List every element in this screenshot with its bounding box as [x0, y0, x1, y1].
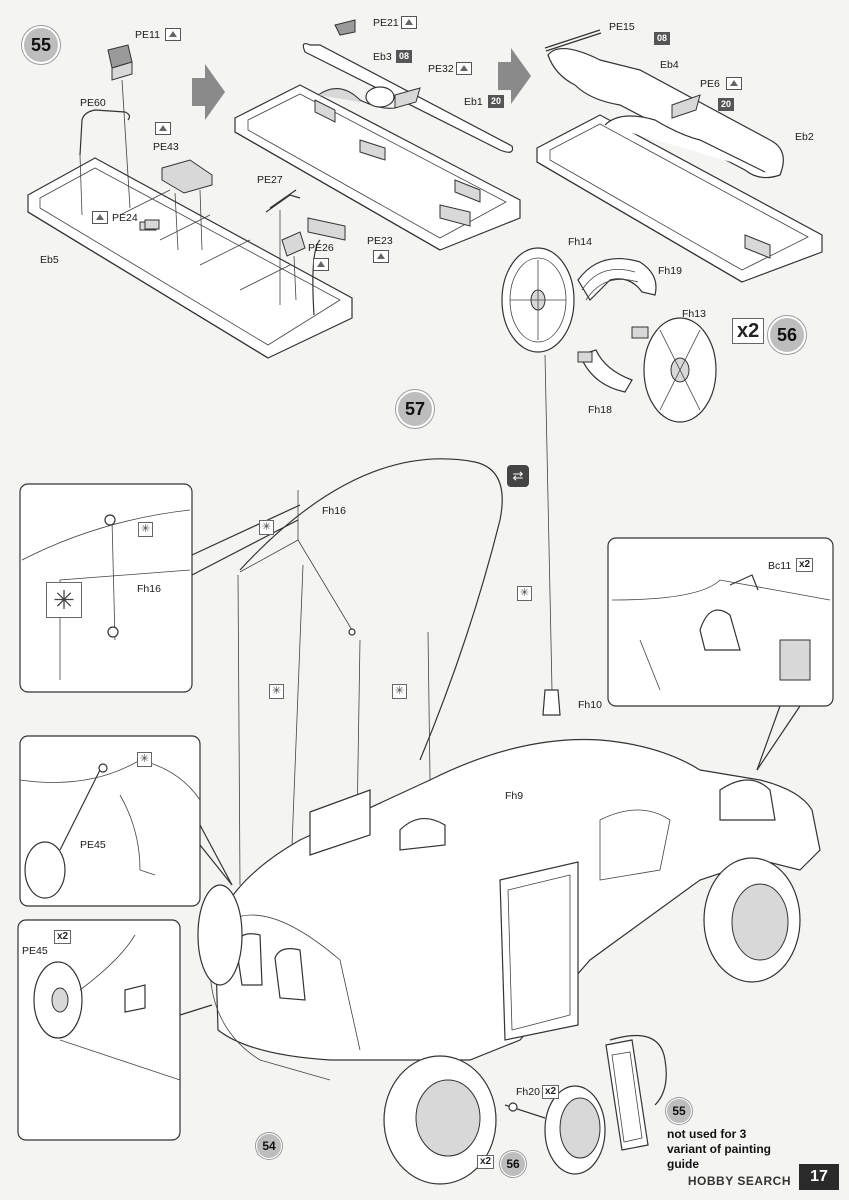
color-code-pe15: 08 [654, 32, 671, 45]
bend-icon: ✳ [137, 752, 152, 767]
label-pe32: PE32 [428, 63, 454, 75]
bend-icon: ✳ [392, 684, 407, 699]
label-pe24: PE24 [112, 212, 138, 224]
label-pe27: PE27 [257, 174, 283, 186]
color-code-pe6: 20 [718, 98, 735, 111]
painting-guide-note: not used for 3 variant of painting guide [667, 1127, 772, 1171]
spare-wheel-assembly [501, 247, 717, 423]
label-eb4: Eb4 [660, 59, 679, 71]
vehicle-body [209, 738, 821, 1081]
label-fh14: Fh14 [568, 236, 592, 248]
bend-icon: ✳ [259, 520, 274, 535]
photo-etch-icon [165, 28, 181, 41]
step-56: 56 [768, 316, 806, 354]
bend-icon-large: ✳ [46, 582, 82, 618]
label-eb1: Eb1 [464, 96, 483, 108]
label-eb2: Eb2 [795, 131, 814, 143]
label-fh10: Fh10 [578, 699, 602, 711]
label-eb5: Eb5 [40, 254, 59, 266]
watermark: HOBBY SEARCH [687, 1174, 791, 1188]
sub-step-56: 56 [500, 1151, 526, 1177]
label-eb3: Eb3 [373, 51, 392, 63]
photo-etch-icon [313, 258, 329, 271]
label-bc11: Bc11 [768, 560, 792, 572]
photo-etch-icon [401, 16, 417, 29]
bend-icon: ✳ [517, 586, 532, 601]
bend-icon: ✳ [269, 684, 284, 699]
sub-step-55: 55 [666, 1098, 692, 1124]
color-code-eb3: 08 [396, 50, 413, 63]
label-fh18: Fh18 [588, 404, 612, 416]
photo-etch-icon [155, 122, 171, 135]
label-pe45-detail: PE45 [80, 839, 106, 851]
label-fh9: Fh9 [505, 790, 524, 802]
label-pe21: PE21 [373, 17, 399, 29]
label-fh20: Fh20 [516, 1086, 540, 1098]
label-pe11: PE11 [135, 29, 160, 41]
qty-step-56: x2 [732, 318, 765, 344]
label-fh16-main: Fh16 [322, 505, 346, 517]
photo-etch-icon [373, 250, 389, 263]
step-57: 57 [396, 390, 434, 428]
swap-icon: ⇄ [507, 465, 529, 487]
vehicle-wheels [197, 857, 801, 1185]
label-pe15: PE15 [609, 21, 635, 33]
qty-pe45: x2 [54, 930, 72, 944]
step-55: 55 [22, 26, 60, 64]
label-fh13: Fh13 [682, 308, 706, 320]
label-pe23: PE23 [367, 235, 393, 247]
label-pe45-detail-2: PE45 [22, 945, 48, 957]
qty-bc11: x2 [796, 558, 814, 572]
photo-etch-icon [92, 211, 108, 224]
bend-icon: ✳ [138, 522, 153, 537]
page-number: 17 [799, 1164, 839, 1190]
label-pe60: PE60 [80, 97, 106, 109]
sub-step-54: 54 [256, 1133, 282, 1159]
color-code-eb1: 20 [488, 95, 505, 108]
qty-bottom: x2 [477, 1155, 495, 1169]
label-fh16-detail: Fh16 [137, 583, 161, 595]
label-pe6: PE6 [700, 78, 720, 90]
label-pe26: PE26 [308, 242, 334, 254]
label-pe43: PE43 [153, 141, 179, 153]
label-fh19: Fh19 [658, 265, 682, 277]
tray-eb5 [27, 157, 353, 359]
photo-etch-icon [726, 77, 742, 90]
tray-eb1 [234, 84, 521, 251]
photo-etch-icon [456, 62, 472, 75]
qty-fh20: x2 [542, 1085, 560, 1099]
